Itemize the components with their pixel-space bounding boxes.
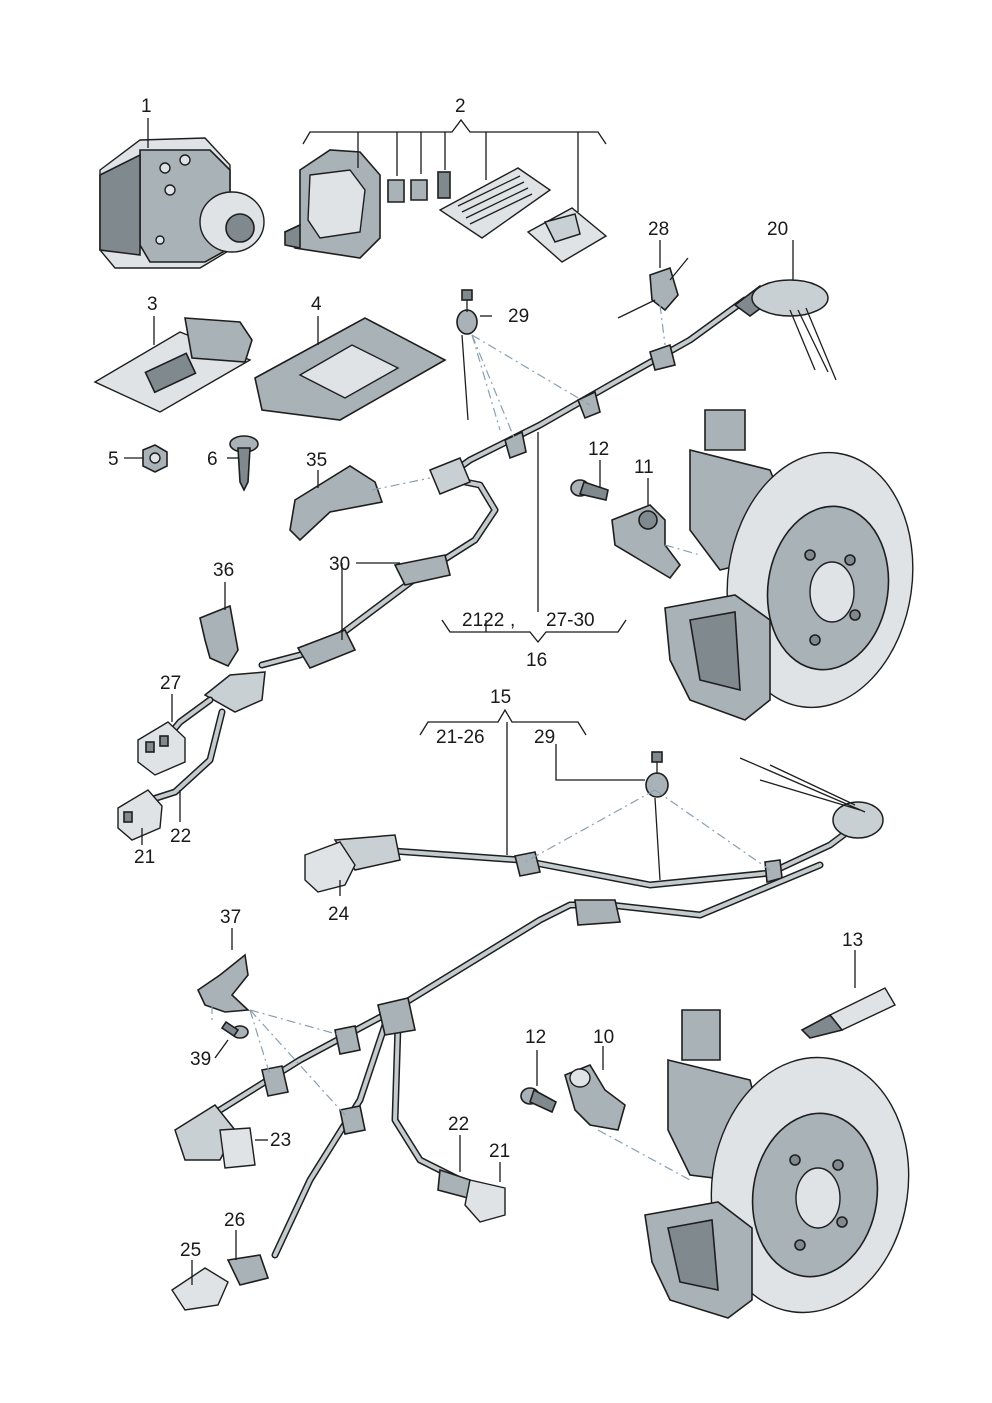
callout-12-bottom: 12 — [525, 1027, 546, 1048]
connector-25-part[interactable] — [171, 1254, 270, 1311]
connector-21-bottom-part[interactable] — [437, 1168, 506, 1223]
retainer-36-part[interactable] — [199, 604, 239, 668]
brake-disc-front-part[interactable] — [664, 409, 929, 721]
bracket-plate-part[interactable] — [93, 317, 253, 413]
bolt-12-bottom-part[interactable] — [520, 1087, 558, 1114]
callout-2: 2 — [455, 96, 466, 117]
cable-tie-29-mid-part[interactable] — [645, 751, 669, 881]
callout-12-top: 12 — [588, 439, 609, 460]
callout-22-top: 22 — [170, 826, 191, 847]
clip-30-part[interactable] — [296, 554, 451, 669]
brake-disc-rear-part[interactable] — [644, 1009, 925, 1325]
cable-tie-29-top-part[interactable] — [456, 289, 478, 421]
speed-sensor-10-part[interactable] — [564, 1064, 626, 1131]
range-comma: , — [510, 610, 515, 631]
speed-sensor-11-part[interactable] — [611, 504, 682, 580]
callout-35: 35 — [306, 450, 327, 471]
nut-part[interactable] — [142, 444, 168, 473]
range-29: 29 — [534, 727, 555, 748]
range-27-30: 27-30 — [546, 610, 595, 631]
connector-23-part[interactable] — [219, 1127, 256, 1169]
callout-30: 30 — [329, 554, 350, 575]
callout-20: 20 — [767, 219, 788, 240]
callout-4: 4 — [311, 294, 322, 315]
callout-23: 23 — [270, 1130, 291, 1151]
callout-28: 28 — [648, 219, 669, 240]
callout-22-bottom: 22 — [448, 1114, 469, 1135]
holder-35-part[interactable] — [289, 465, 384, 542]
callout-13: 13 — [842, 930, 863, 951]
abs-unit-part[interactable] — [99, 137, 265, 269]
callout-1: 1 — [141, 96, 152, 117]
callout-36: 36 — [213, 560, 234, 581]
callout-26: 26 — [224, 1210, 245, 1231]
callout-27: 27 — [160, 673, 181, 694]
connector-27-part[interactable] — [137, 721, 186, 776]
callout-29-top: 29 — [508, 306, 529, 327]
callout-21-top: 21 — [134, 847, 155, 868]
bracket-37-part[interactable] — [196, 953, 250, 1013]
holder-28-part[interactable] — [617, 257, 689, 319]
assembly-lines — [211, 304, 771, 1181]
callout-numbers: 1 2 3 4 5 6 35 36 30 27 21 22 29 28 20 1… — [108, 96, 863, 1261]
callout-3: 3 — [147, 294, 158, 315]
range-2122: 2122 — [462, 610, 504, 631]
callout-39: 39 — [190, 1049, 211, 1070]
callout-5: 5 — [108, 449, 119, 470]
wiring-harness-bottom-part[interactable] — [174, 861, 824, 1259]
plug-set-part[interactable] — [387, 171, 451, 203]
callout-6: 6 — [207, 449, 218, 470]
control-unit-part[interactable] — [283, 149, 381, 259]
callout-10: 10 — [593, 1027, 614, 1048]
callout-24: 24 — [328, 904, 350, 925]
grease-tube-13-part[interactable] — [800, 987, 896, 1039]
bolt-39-part[interactable] — [220, 1020, 249, 1039]
instructions-sheet-part[interactable] — [438, 167, 552, 239]
wiring-harness-15-part[interactable] — [304, 757, 884, 893]
callout-25: 25 — [180, 1240, 201, 1261]
bolt-part[interactable] — [229, 435, 259, 492]
leader-lines — [124, 118, 856, 1285]
callout-21-bottom: 21 — [489, 1141, 510, 1162]
connector-21-top-part[interactable] — [117, 789, 163, 841]
callout-16: 16 — [526, 650, 547, 671]
bolt-12-top-part[interactable] — [570, 479, 609, 501]
cover-plate-part[interactable] — [254, 317, 447, 421]
callout-15: 15 — [490, 687, 511, 708]
range-21-26: 21-26 — [436, 727, 485, 748]
label-sheet-part[interactable] — [526, 207, 608, 263]
callout-37: 37 — [220, 907, 241, 928]
callout-11: 11 — [634, 457, 654, 478]
